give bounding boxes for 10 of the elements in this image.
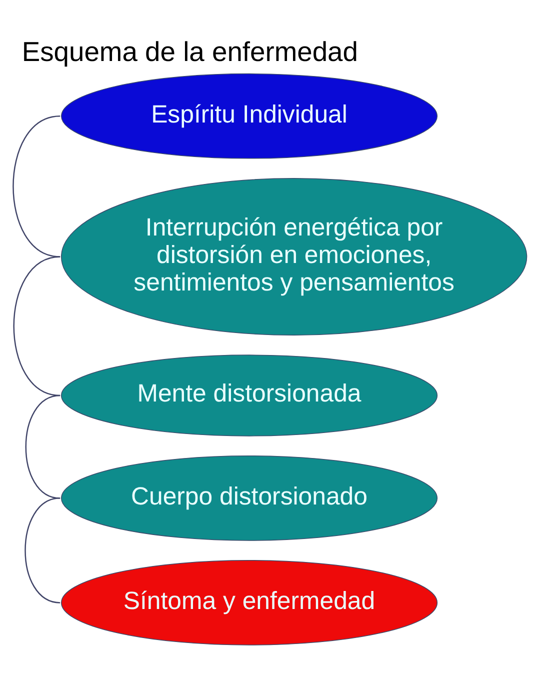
node-ellipse: Interrupción energética por distorsión en emociones, sentimientos y pensamientos	[60, 177, 528, 336]
connector	[12, 115, 60, 257]
connector	[13, 256, 60, 396]
connector	[24, 497, 60, 603]
node-ellipse: Cuerpo distorsionado	[60, 454, 438, 540]
diagram-title: Esquema de la enfermedad	[22, 35, 358, 66]
connector	[25, 394, 60, 498]
node-ellipse: Síntoma y enfermedad	[60, 560, 438, 645]
node-ellipse: Mente distorsionada	[60, 354, 438, 436]
node-ellipse: Espíritu Individual	[60, 72, 438, 158]
